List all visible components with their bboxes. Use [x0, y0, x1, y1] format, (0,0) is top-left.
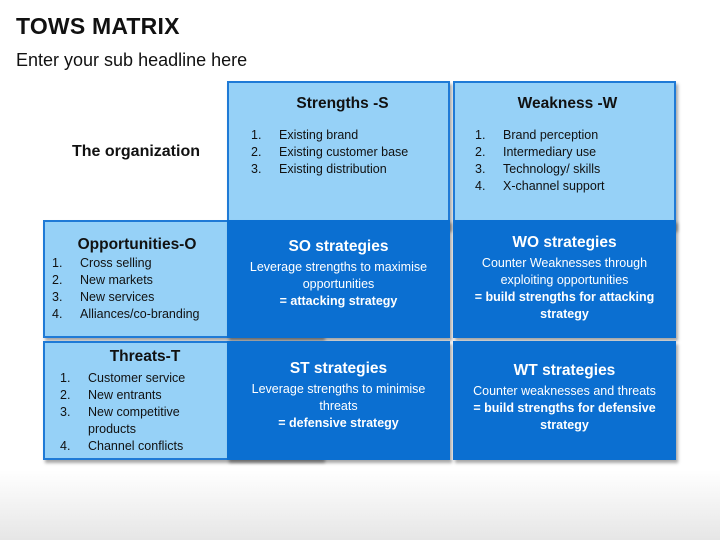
list-item: 3.New services [52, 290, 155, 304]
strengths-box: Strengths -S 1.Existing brand 2.Existing… [227, 81, 450, 229]
wt-strategies-description: Counter weaknesses and threats [473, 384, 656, 398]
weakness-title: Weakness -W [517, 95, 618, 112]
list-item: 1.Cross selling [52, 256, 152, 270]
wo-strategies-description: Counter Weaknesses through exploiting op… [481, 256, 648, 287]
list-item: 3.Existing distribution [251, 162, 387, 176]
wo-strategies-title: WO strategies [512, 234, 617, 251]
organization-label: The organization [72, 143, 200, 160]
list-item: 2.New markets [52, 273, 153, 287]
so-strategies-title: SO strategies [288, 238, 389, 255]
list-item: 1.Customer service [60, 371, 186, 385]
wt-strategies-tag: = build strengths for defensive strategy [473, 401, 656, 432]
opportunities-title: Opportunities-O [77, 236, 197, 253]
list-item: 4.X-channel support [475, 179, 605, 193]
list-item: 3.Technology/ skills [475, 162, 601, 176]
st-strategies-box: ST strategies Leverage strengths to mini… [227, 341, 450, 460]
st-strategies-description: Leverage strengths to minimise threats [251, 382, 426, 413]
list-item: 1.Brand perception [475, 128, 599, 142]
so-strategies-tag: = attacking strategy [279, 294, 398, 308]
page-subtitle: Enter your sub headline here [16, 50, 248, 70]
wt-strategies-box: WT strategies Counter weaknesses and thr… [453, 341, 676, 460]
list-item: 2.Existing customer base [251, 145, 409, 159]
list-item: 3.New competitive products [60, 405, 180, 436]
list-item: 2.Intermediary use [475, 145, 597, 159]
st-strategies-title: ST strategies [289, 360, 388, 377]
st-strategies-tag: = defensive strategy [278, 416, 399, 430]
threats-list: 1.Customer service 2.New entrants 3.New … [60, 370, 220, 455]
page-title: TOWS MATRIX [16, 13, 180, 39]
wt-strategies-title: WT strategies [513, 362, 616, 379]
so-strategies-box: SO strategies Leverage strengths to maxi… [227, 220, 450, 338]
list-item: 4.Alliances/co-branding [52, 307, 200, 321]
threats-title: Threats-T [109, 348, 181, 365]
background-fade [0, 470, 720, 540]
weakness-box: Weakness -W 1.Brand perception 2.Interme… [453, 81, 676, 229]
weakness-list: 1.Brand perception 2.Intermediary use 3.… [475, 127, 660, 195]
list-item: 1.Existing brand [251, 128, 359, 142]
so-strategies-description: Leverage strengths to maximise opportuni… [249, 260, 428, 291]
strengths-list: 1.Existing brand 2.Existing customer bas… [251, 127, 434, 178]
list-item: 4.Channel conflicts [60, 439, 184, 453]
opportunities-list: 1.Cross selling 2.New markets 3.New serv… [52, 255, 321, 323]
wo-strategies-box: WO strategies Counter Weaknesses through… [453, 220, 676, 338]
list-item: 2.New entrants [60, 388, 162, 402]
strengths-title: Strengths -S [296, 95, 389, 112]
wo-strategies-tag: = build strengths for attacking strategy [474, 290, 655, 321]
